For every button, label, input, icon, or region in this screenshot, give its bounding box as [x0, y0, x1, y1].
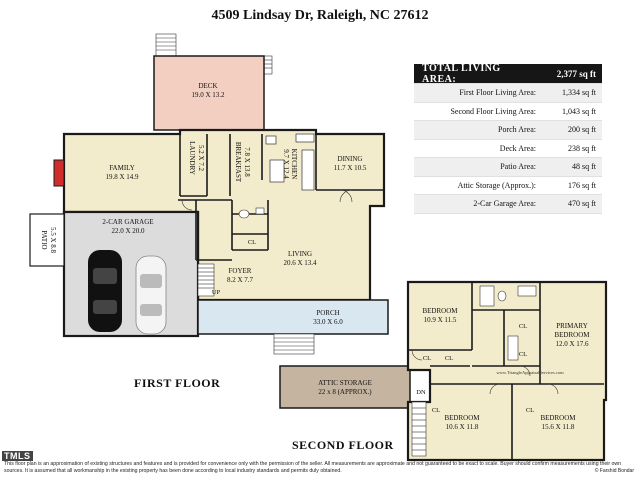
bedroom2-name: BEDROOM [444, 414, 480, 422]
primary-dims: 12.0 X 17.6 [555, 340, 589, 348]
stairs-up-label: UP [212, 289, 221, 296]
website-watermark: www.TriangleAppraisalServices.com [496, 370, 564, 375]
closet-label: CL [445, 355, 453, 362]
dining-dims: 11.7 X 10.5 [334, 164, 367, 172]
area-value: 1,043 sq ft [562, 106, 596, 116]
area-row: 2-Car Garage Area: 470 sq ft [414, 195, 602, 214]
area-value: 2,377 sq ft [556, 68, 596, 79]
upstairs-bath-fixtures [479, 285, 537, 361]
door-arcs-second [411, 349, 559, 395]
porch-name: PORCH [316, 309, 339, 317]
foyer-stairs [197, 263, 215, 297]
disclaimer-text: This floor plan is an approximation of e… [4, 461, 622, 474]
garage-dims: 22.0 X 20.0 [111, 227, 145, 235]
second-floor-rooms [406, 280, 608, 462]
living-name: LIVING [288, 250, 312, 258]
black-car-icon [88, 250, 122, 332]
patio-area [29, 213, 65, 267]
bedroom1-dims: 10.9 X 11.5 [424, 316, 457, 324]
area-row: Attic Storage (Approx.): 176 sq ft [414, 176, 602, 195]
primary-name2: BEDROOM [554, 331, 590, 339]
deck-name: DECK [198, 82, 217, 90]
area-label: First Floor Living Area: [459, 88, 536, 98]
kitchen-dims: 9.7 X 12.4 [282, 149, 290, 179]
garage-area [62, 210, 200, 338]
white-car-icon [135, 255, 167, 335]
area-row: TOTAL LIVING AREA: 2,377 sq ft [414, 62, 602, 85]
laundry-name: LAUNDRY [188, 141, 196, 175]
area-label: 2-Car Garage Area: [473, 199, 536, 209]
area-value: 48 sq ft [572, 162, 596, 172]
closet-label: CL [432, 407, 440, 414]
closet-label: CL [526, 407, 534, 414]
attic-dims: 22 x 8 (APPROX.) [318, 388, 372, 396]
bedroom3-dims: 15.6 X 11.8 [542, 423, 575, 431]
area-summary-table: TOTAL LIVING AREA: 2,377 sq ft First Floo… [414, 62, 602, 214]
area-row: Deck Area: 238 sq ft [414, 139, 602, 158]
porch-steps [273, 333, 315, 355]
area-value: 470 sq ft [568, 199, 596, 209]
kitchen-fixtures [265, 133, 315, 191]
breakfast-dims: 7.8 X 13.8 [243, 147, 251, 177]
garage-name: 2-CAR GARAGE [102, 218, 153, 226]
area-row: Patio Area: 48 sq ft [414, 158, 602, 177]
closet-label: CL [519, 323, 527, 330]
second-floor-stairs [411, 401, 427, 457]
area-row: First Floor Living Area: 1,334 sq ft [414, 84, 602, 103]
closet-label: CL [519, 351, 527, 358]
area-value: 176 sq ft [568, 180, 596, 190]
area-value: 200 sq ft [568, 125, 596, 135]
deck-dims: 19.0 X 13.2 [191, 91, 225, 99]
attic-name: ATTIC STORAGE [318, 379, 372, 387]
mls-logo: TMLS [2, 451, 33, 461]
closet-label: CL [423, 355, 431, 362]
second-floor-label: SECOND FLOOR [292, 438, 394, 452]
foyer-name: FOYER [229, 267, 252, 275]
family-dims: 19.8 X 14.9 [105, 173, 139, 181]
area-label: Second Floor Living Area: [450, 106, 536, 116]
area-value: 1,334 sq ft [562, 88, 596, 98]
room-labels: DECK 19.0 X 13.2 FAMILY 19.8 X 14.9 LAUN… [40, 82, 590, 431]
living-dims: 20.6 X 13.4 [283, 259, 317, 267]
garage-cars [88, 250, 167, 335]
patio-dims: 5.5 X 8.8 [49, 227, 57, 254]
copyright-text: © Farshid Bondar [594, 468, 634, 474]
attic-area [279, 365, 411, 409]
area-row: Porch Area: 200 sq ft [414, 121, 602, 140]
half-bath-fixtures [238, 207, 265, 219]
fireplace [53, 159, 65, 187]
dining-name: DINING [338, 155, 363, 163]
bedroom2-dims: 10.6 X 11.8 [446, 423, 479, 431]
bedroom1-name: BEDROOM [422, 307, 458, 315]
first-floor-interior-walls [178, 134, 384, 261]
closet-label: CL [248, 239, 256, 246]
laundry-dims: 5.2 X 7.2 [197, 145, 205, 172]
foyer-dims: 8.2 X 7.7 [227, 276, 254, 284]
first-floor-label: FIRST FLOOR [134, 376, 221, 390]
stairs-down-label: DN [416, 389, 426, 396]
page-title: 4509 Lindsay Dr, Raleigh, NC 27612 [211, 8, 429, 23]
area-label: Deck Area: [499, 143, 536, 153]
area-label: TOTAL LIVING AREA: [422, 62, 501, 85]
area-label: Patio Area: [500, 162, 536, 172]
family-name: FAMILY [109, 164, 135, 172]
area-value: 238 sq ft [568, 143, 596, 153]
area-label: Porch Area: [498, 125, 536, 135]
bedroom3-name: BEDROOM [540, 414, 576, 422]
second-floor-interior-walls [408, 282, 604, 460]
porch-area [197, 299, 389, 335]
breakfast-name: BREAKFAST [234, 142, 242, 183]
porch-dims: 33.0 X 6.0 [313, 318, 343, 326]
closet-marks: CL CL CL CL CL CL CL UP DN [212, 239, 534, 414]
area-row: Second Floor Living Area: 1,043 sq ft [414, 102, 602, 121]
area-label: Attic Storage (Approx.): [457, 180, 536, 190]
patio-name: PATIO [40, 230, 48, 249]
kitchen-name: KITCHEN [290, 149, 298, 180]
primary-name: PRIMARY [556, 322, 588, 330]
